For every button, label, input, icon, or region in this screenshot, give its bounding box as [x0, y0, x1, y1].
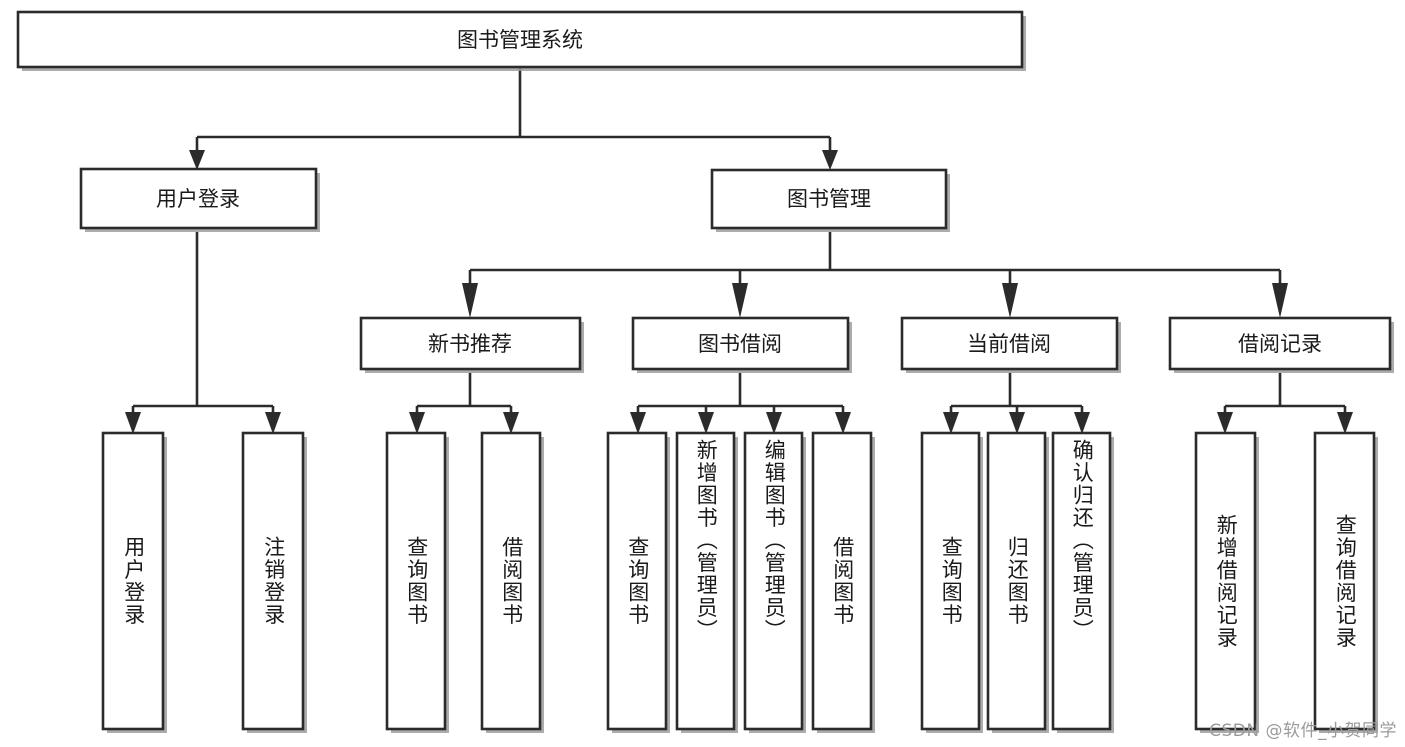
- arrow-head-new-book-recommend: [462, 283, 478, 318]
- node-leaf-add-book-admin[interactable]: [675, 431, 738, 733]
- node-book-borrow-label: 图书借阅: [698, 332, 782, 356]
- leaf-node-boxes: [101, 431, 1378, 733]
- watermark-text: CSDN @软件_小贺同学: [1209, 721, 1397, 741]
- node-leaf-borrow-book-1[interactable]: [480, 431, 544, 733]
- node-borrow-record-box[interactable]: [1168, 316, 1392, 371]
- node-user-login-label: 用户登录: [156, 187, 240, 211]
- leaf-label-logout-login-wrap: 注销登录: [243, 433, 303, 729]
- leaf-label-query-book-1-wrap: 查询图书: [387, 433, 445, 729]
- node-leaf-logout-login[interactable]: [241, 431, 307, 733]
- leaf-label-query-book-1: 查询图书: [404, 536, 429, 626]
- node-leaf-query-book-2-box[interactable]: [606, 431, 668, 731]
- node-leaf-edit-book-admin[interactable]: [743, 431, 806, 733]
- node-leaf-query-book-1-box[interactable]: [385, 431, 447, 731]
- node-leaf-query-book-3-box[interactable]: [920, 431, 981, 731]
- leaf-label-add-book-admin: 新增图书（管理员）: [694, 439, 719, 642]
- leaf-label-query-book-3-wrap: 查询图书: [922, 433, 979, 729]
- arrow-head-leaf-add-borrow-record: [1217, 412, 1233, 434]
- leaf-label-borrow-book-2: 借阅图书: [830, 536, 855, 626]
- arrow-head-current-borrow: [1002, 283, 1018, 318]
- node-book-manage-box[interactable]: [710, 168, 948, 230]
- leaf-label-borrow-book-2-wrap: 借阅图书: [813, 433, 871, 729]
- node-leaf-query-borrow-record-box[interactable]: [1313, 431, 1376, 731]
- leaf-label-return-book: 归还图书: [1005, 536, 1030, 626]
- leaf-label-add-book-admin-wrap: 新增图书（管理员）: [677, 433, 734, 729]
- node-leaf-confirm-return-admin[interactable]: [1051, 431, 1114, 733]
- arrow-head-leaf-add-book-admin: [698, 412, 714, 434]
- arrow-head-book-manage: [822, 150, 838, 170]
- node-root-label: 图书管理系统: [457, 28, 583, 52]
- node-current-borrow[interactable]: 当前借阅: [900, 316, 1121, 373]
- node-leaf-confirm-return-admin-box[interactable]: [1051, 431, 1112, 731]
- leaf-label-borrow-book-1: 借阅图书: [499, 536, 524, 626]
- leaf-label-query-book-2-wrap: 查询图书: [608, 433, 666, 729]
- arrow-head-leaf-borrow-book-2: [835, 412, 851, 434]
- node-book-borrow-box[interactable]: [631, 316, 850, 371]
- leaf-label-user-login-wrap: 用户登录: [103, 433, 163, 729]
- node-root-box[interactable]: [16, 10, 1024, 69]
- arrow-head-leaf-query-book-3: [943, 412, 959, 434]
- arrow-head-leaf-query-book-2: [630, 412, 646, 434]
- node-book-borrow[interactable]: 图书借阅: [631, 316, 852, 373]
- leaf-label-user-login: 用户登录: [121, 536, 146, 626]
- node-user-login-box[interactable]: [79, 167, 318, 230]
- node-new-book-recommend-box[interactable]: [359, 316, 582, 371]
- arrow-head-book-borrow: [732, 283, 748, 318]
- leaf-label-add-borrow-record: 新增借阅记录: [1214, 513, 1239, 649]
- node-leaf-add-borrow-record-box[interactable]: [1194, 431, 1257, 731]
- arrow-head-leaf-borrow-book-1: [503, 412, 519, 434]
- node-leaf-return-book[interactable]: [986, 431, 1049, 733]
- node-new-book-recommend-label: 新书推荐: [428, 332, 512, 356]
- arrow-head-leaf-query-book-1: [409, 412, 425, 434]
- node-book-manage-label: 图书管理: [787, 187, 871, 211]
- arrow-head-leaf-return-book: [1009, 412, 1025, 434]
- node-leaf-borrow-book-1-box[interactable]: [480, 431, 542, 731]
- node-leaf-query-book-2[interactable]: [606, 431, 670, 733]
- arrow-head-leaf-logout-login: [265, 412, 281, 434]
- node-leaf-add-book-admin-box[interactable]: [675, 431, 736, 731]
- leaf-label-add-borrow-record-wrap: 新增借阅记录: [1196, 433, 1255, 729]
- leaf-label-confirm-return-admin-wrap: 确认归还（管理员）: [1053, 433, 1110, 729]
- node-book-manage[interactable]: 图书管理: [710, 168, 950, 232]
- leaf-label-confirm-return-admin: 确认归还（管理员）: [1070, 439, 1095, 642]
- node-root[interactable]: 图书管理系统: [16, 10, 1026, 71]
- node-leaf-borrow-book-2[interactable]: [811, 431, 875, 733]
- node-leaf-logout-login-box[interactable]: [241, 431, 305, 731]
- node-new-book-recommend[interactable]: 新书推荐: [359, 316, 584, 373]
- node-leaf-query-borrow-record[interactable]: [1313, 431, 1378, 733]
- node-leaf-add-borrow-record[interactable]: [1194, 431, 1259, 733]
- arrow-head-leaf-confirm-return-admin: [1074, 412, 1090, 434]
- node-user-login[interactable]: 用户登录: [79, 167, 320, 232]
- connector-layer: [125, 67, 1353, 434]
- node-borrow-record-label: 借阅记录: [1238, 332, 1322, 356]
- arrow-head-user-login: [189, 150, 205, 170]
- leaf-label-logout-login: 注销登录: [261, 536, 286, 626]
- leaf-label-query-borrow-record-wrap: 查询借阅记录: [1315, 433, 1374, 729]
- node-leaf-borrow-book-2-box[interactable]: [811, 431, 873, 731]
- leaf-label-edit-book-admin-wrap: 编辑图书（管理员）: [745, 433, 802, 729]
- node-borrow-record[interactable]: 借阅记录: [1168, 316, 1394, 373]
- leaf-label-edit-book-admin: 编辑图书（管理员）: [762, 439, 787, 642]
- node-leaf-user-login[interactable]: [101, 431, 167, 733]
- leaf-label-borrow-book-1-wrap: 借阅图书: [482, 433, 540, 729]
- node-leaf-return-book-box[interactable]: [986, 431, 1047, 731]
- node-leaf-user-login-box[interactable]: [101, 431, 165, 731]
- leaf-label-return-book-wrap: 归还图书: [988, 433, 1045, 729]
- arrow-head-borrow-record: [1272, 283, 1288, 318]
- leaf-label-query-book-2: 查询图书: [625, 536, 650, 626]
- node-current-borrow-label: 当前借阅: [967, 332, 1051, 356]
- leaf-label-query-borrow-record: 查询借阅记录: [1333, 513, 1358, 649]
- arrow-head-leaf-query-borrow-record: [1337, 412, 1353, 434]
- node-leaf-query-book-1[interactable]: [385, 431, 449, 733]
- leaf-label-query-book-3: 查询图书: [939, 536, 964, 626]
- node-leaf-query-book-3[interactable]: [920, 431, 983, 733]
- node-layer: 图书管理系统 用户登录 图书管理 新书推荐: [16, 10, 1394, 733]
- arrow-head-leaf-user-login: [125, 412, 141, 434]
- node-current-borrow-box[interactable]: [900, 316, 1119, 371]
- node-leaf-edit-book-admin-box[interactable]: [743, 431, 804, 731]
- arrow-head-leaf-edit-book-admin: [766, 412, 782, 434]
